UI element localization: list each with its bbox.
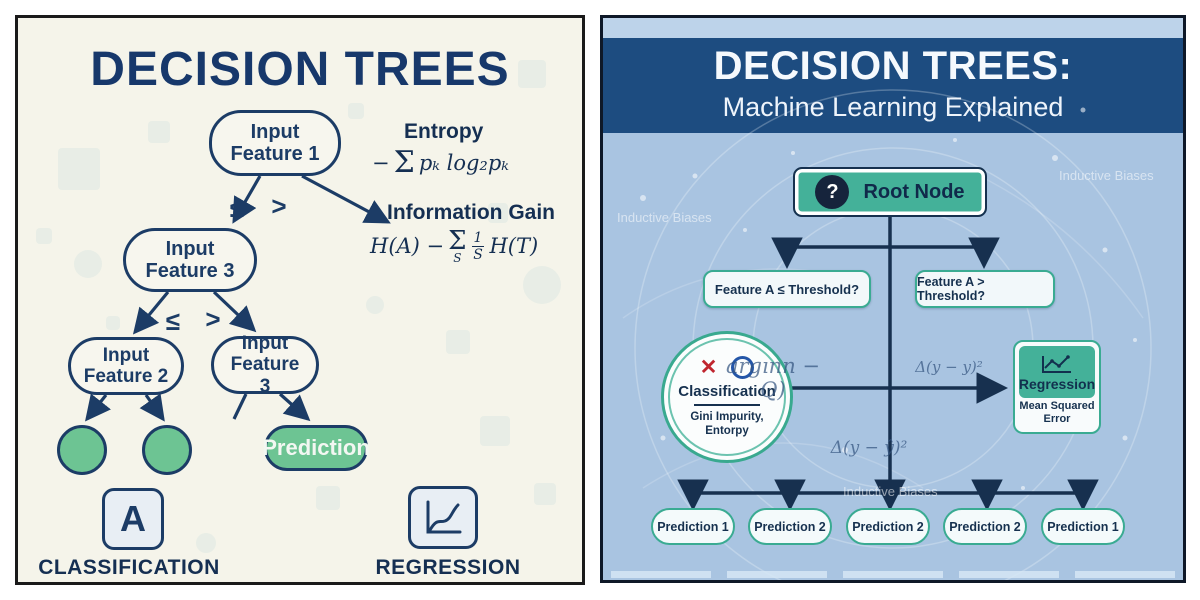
network-decor-and-connectors (622, 89, 1152, 580)
information-gain-formula: H(A) − Σ S 1 S H(T) (370, 228, 538, 264)
math-argmin: argınn − Q) (725, 354, 821, 402)
regression-icon (408, 486, 478, 549)
watermark-text: Inductive Biases (617, 210, 712, 225)
entropy-minus: − (372, 151, 390, 175)
leaf-node-circle (142, 425, 192, 475)
bottom-strip-segment (611, 571, 711, 578)
classification-circle: ✕ Classification Gini Impurity, Entorpy (661, 331, 793, 463)
header-top-strip (603, 18, 1183, 38)
ig-post: H(T) (489, 234, 539, 258)
prediction-pill: Prediction 1 (651, 508, 735, 545)
ig-sigma: Σ (448, 226, 467, 256)
ig-sigma-stack: Σ S (448, 228, 466, 264)
ig-frac-num: 1 (471, 229, 485, 247)
bottom-strip-segment (843, 571, 943, 578)
regression-curve-icon (426, 500, 462, 533)
information-gain-heading: Information Gain (387, 201, 555, 224)
right-panel-ml-explained: DECISION TREES: Machine Learning Explain… (600, 15, 1186, 583)
edge-label-gt: > (205, 304, 221, 334)
classification-label: CLASSIFICATION (38, 556, 220, 579)
ig-fraction: 1 S (471, 229, 485, 263)
regression-header: Regression (1019, 346, 1095, 398)
classification-icon-letter: A (120, 498, 146, 539)
entropy-body: pₖ log₂pₖ (418, 151, 509, 175)
prediction-node: Prediction (262, 425, 370, 471)
leaf-node-circle (57, 425, 107, 475)
math-delta-top: Δ(y − y)² (915, 358, 983, 376)
root-node-label: Root Node (863, 180, 965, 203)
inner-ring (668, 338, 786, 456)
regression-box: Regression Mean Squared Error (1013, 340, 1101, 434)
entropy-formula: − Σ pₖ log₂pₖ (372, 148, 509, 178)
regression-label: REGRESSION (375, 556, 521, 579)
watermark-text: Inductive Biases (1059, 168, 1154, 183)
tree-node-root: Input Feature 1 (209, 110, 341, 176)
bottom-strip-segment (727, 571, 827, 578)
regression-label: Regression (1018, 375, 1096, 392)
watermark-text: Inductive Biases (843, 484, 938, 499)
question-box-left: Feature A ≤ Threshold? (703, 270, 871, 308)
tree-connectors (85, 174, 391, 422)
tree-node-level3-right: Input Feature 3 (211, 333, 319, 397)
prediction-pill: Prediction 2 (943, 508, 1027, 545)
question-box-right: Feature A > Threshold? (915, 270, 1055, 308)
ig-frac-den: S (473, 246, 483, 263)
prediction-pill: Prediction 2 (748, 508, 832, 545)
header-band: DECISION TREES: Machine Learning Explain… (603, 38, 1183, 133)
edge-label-le: ≤ (229, 193, 245, 223)
entropy-sigma: Σ (393, 145, 415, 180)
ig-sigma-sub: S (453, 251, 462, 265)
line-chart-icon (1042, 354, 1071, 373)
edge-label-le: ≤ (165, 306, 181, 336)
bottom-strip-segment (959, 571, 1059, 578)
question-mark-icon: ? (815, 175, 850, 209)
left-panel-decision-trees: DECISION TREES Input Feature 1 Input Fea… (15, 15, 585, 585)
regression-error-text: Mean Squared Error (1019, 399, 1095, 425)
prediction-pill: Prediction 2 (846, 508, 930, 545)
bottom-strip-segment (1075, 571, 1175, 578)
page-subtitle: Machine Learning Explained (722, 92, 1064, 122)
classification-icon: A (102, 488, 164, 550)
page-title: DECISION TREES: (713, 44, 1073, 88)
tree-node-level2: Input Feature 3 (123, 228, 257, 292)
edge-label-gt: > (271, 191, 287, 221)
ig-pre: H(A) − (370, 234, 445, 258)
root-node: ? Root Node (793, 167, 987, 217)
tree-node-level3-left: Input Feature 2 (68, 337, 184, 395)
prediction-pill: Prediction 1 (1041, 508, 1125, 545)
entropy-heading: Entropy (404, 120, 484, 143)
math-delta-bottom: Δ(y − ŷ)² (830, 438, 908, 458)
page-title: DECISION TREES (90, 43, 510, 96)
